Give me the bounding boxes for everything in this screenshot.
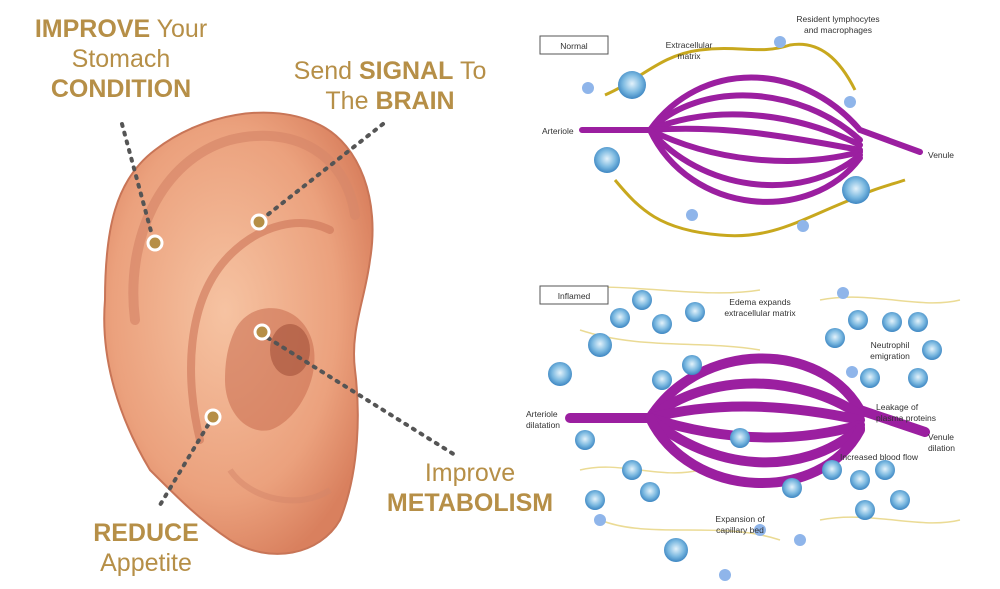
callout-signal-the: The <box>325 87 369 115</box>
acupoint-metabolism-marker <box>253 323 271 341</box>
leader-line-appetite <box>158 423 210 507</box>
normal-label-box <box>539 35 609 55</box>
resident-cells-label-1: Resident lymphocytes <box>796 14 879 24</box>
normal-venule-label: Venule <box>928 150 954 160</box>
extracellular-matrix-label-1: Extracellular <box>666 40 713 50</box>
callout-appetite-appetite: Appetite <box>100 549 192 577</box>
callout-signal-to: To <box>459 57 487 85</box>
callout-stomach: IMPROVE Your Stomach CONDITION <box>6 14 236 104</box>
extracellular-matrix-label-2: matrix <box>677 51 701 61</box>
inflamed-label-box <box>539 285 609 305</box>
callout-signal: Send SIGNAL To The BRAIN <box>265 56 515 116</box>
callout-stomach-condition: CONDITION <box>50 75 192 103</box>
callout-metabolism-improve: Improve <box>424 459 516 487</box>
edema-label-2: extracellular matrix <box>724 308 796 318</box>
normal-label: Normal <box>560 41 588 51</box>
leader-line-signal <box>264 122 385 218</box>
ear-illustration <box>103 111 374 555</box>
neutrophil-label-1: Neutrophil <box>871 340 910 350</box>
normal-resident-cells <box>582 36 870 232</box>
leader-line-metabolism <box>266 336 457 457</box>
inflamed-venule-label-2: dilation <box>928 443 955 453</box>
callout-stomach-your: Your <box>156 15 208 43</box>
acupoint-signal-marker <box>250 213 268 231</box>
callout-appetite: REDUCE Appetite <box>66 518 226 578</box>
leakage-label-1: Leakage of <box>876 402 919 412</box>
acupoint-stomach-marker <box>146 234 164 252</box>
acupoint-appetite-marker <box>204 408 222 426</box>
leader-line-stomach <box>120 122 154 237</box>
inflamed-cells <box>548 287 942 581</box>
leader-lines <box>120 122 457 507</box>
callout-stomach-improve: IMPROVE <box>34 15 151 43</box>
inflamed-label: Inflamed <box>558 291 591 301</box>
callout-metabolism-metabolism: METABOLISM <box>386 489 554 517</box>
normal-panel: Normal Extracellular matrix Resident lym… <box>539 14 954 238</box>
callout-metabolism: Improve METABOLISM <box>370 458 570 518</box>
inflamed-venule-label-1: Venule <box>928 432 954 442</box>
inflamed-panel: Inflamed Edema expands extracellular mat… <box>526 285 961 581</box>
inflamed-arteriole-label-1: Arteriole <box>526 409 558 419</box>
leakage-label-2: plasma proteins <box>876 413 936 423</box>
normal-arteriole-label: Arteriole <box>542 126 574 136</box>
blood-flow-label: Increased blood flow <box>840 452 919 462</box>
inflamed-arteriole-label-2: dilatation <box>526 420 560 430</box>
callout-signal-send: Send <box>293 57 353 85</box>
neutrophil-label-2: emigration <box>870 351 910 361</box>
edema-label-1: Edema expands <box>729 297 790 307</box>
expansion-label-2: capillary bed <box>716 525 764 535</box>
callout-stomach-stomach: Stomach <box>71 45 171 73</box>
callout-signal-signal: SIGNAL <box>358 57 454 85</box>
callout-appetite-reduce: REDUCE <box>93 519 199 547</box>
callout-signal-brain: BRAIN <box>375 87 455 115</box>
expansion-label-1: Expansion of <box>715 514 765 524</box>
acupoint-markers <box>146 213 271 426</box>
resident-cells-label-2: and macrophages <box>804 25 872 35</box>
